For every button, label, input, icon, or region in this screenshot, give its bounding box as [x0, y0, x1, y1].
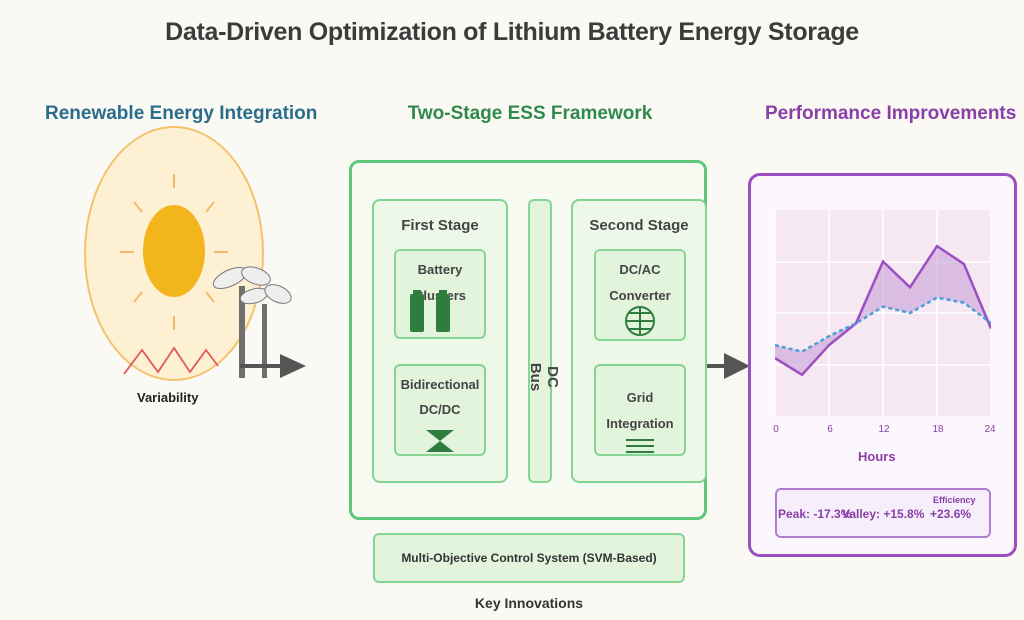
arrow-right-icon: [240, 354, 306, 378]
first-stage-label: First Stage: [401, 217, 479, 234]
valley-metric: Valley: +15.8%: [842, 507, 925, 521]
dcac-label: DC/AC: [619, 262, 661, 277]
globe-icon: [625, 306, 655, 336]
x-tick-label: 18: [932, 424, 944, 435]
x-tick-label: 12: [878, 424, 890, 435]
arrow-right-icon: [706, 353, 750, 379]
optimized-series-line: [775, 244, 991, 377]
efficiency-label: Efficiency: [933, 495, 976, 505]
peak-metric: Peak: -17.3%: [778, 507, 852, 521]
converter-label: Converter: [609, 288, 671, 303]
key-innovations-label: Key Innovations: [474, 595, 584, 611]
second-stage-label: Second Stage: [589, 217, 689, 234]
x-axis-label: Hours: [858, 449, 896, 464]
page-title: Data-Driven Optimization of Lithium Batt…: [165, 18, 859, 46]
renewable-section-title: Renewable Energy Integration: [45, 103, 318, 124]
ess-section-title: Two-Stage ESS Framework: [407, 103, 653, 124]
dcdc-label: DC/DC: [419, 402, 461, 417]
performance-chart: [775, 210, 991, 416]
x-tick-label: 6: [827, 424, 833, 435]
integration-label: Integration: [606, 416, 674, 431]
grid-lines-icon: [626, 439, 654, 453]
x-tick-label: 24: [984, 424, 996, 435]
grid-label: Grid: [626, 390, 654, 405]
battery-icon: [410, 290, 450, 332]
dc-bus-label: DC Bus: [527, 362, 561, 392]
metrics-box: [775, 488, 991, 538]
wind-turbine-icon: [212, 266, 292, 378]
hourglass-icon: [426, 430, 454, 452]
difference-area: [775, 246, 991, 375]
bidirectional-label: Bidirectional: [400, 377, 480, 392]
baseline-series-line: [775, 296, 991, 353]
efficiency-metric: +23.6%: [930, 507, 972, 521]
variability-label: Variability: [137, 390, 199, 405]
sun-icon: [120, 174, 228, 330]
renewable-illustration: [120, 174, 292, 378]
control-system-box: Multi-Objective Control System (SVM-Base…: [373, 533, 685, 583]
performance-section-title: Performance Improvements: [765, 103, 1017, 124]
dc-bus-panel: [528, 199, 552, 483]
variability-wave-icon: [123, 346, 219, 375]
x-tick-label: 0: [773, 424, 779, 435]
